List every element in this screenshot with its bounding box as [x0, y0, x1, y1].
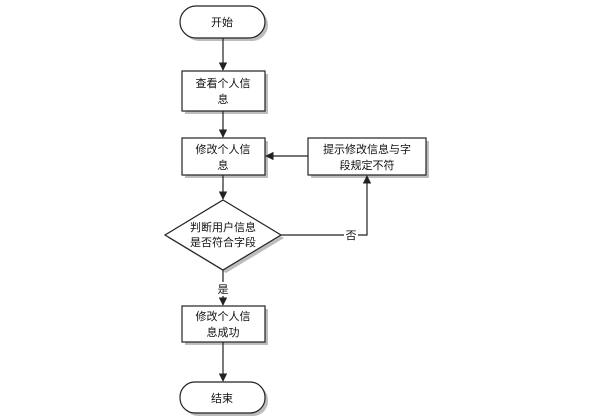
view-info-label-line2: 息: [218, 92, 229, 106]
success-label-line1: 修改个人信: [196, 309, 251, 323]
edit-info-label-line1: 修改个人信: [196, 142, 251, 156]
edit-info-label-line2: 息: [218, 158, 229, 172]
success-label-line2: 息成功: [207, 325, 240, 339]
end-label: 结束: [211, 392, 233, 405]
decision-label-line2: 是否符合字段: [190, 235, 256, 249]
no-label-bg: [344, 228, 358, 242]
no-label: 否: [346, 229, 357, 242]
edge-decision-no-to-prompt: [281, 175, 372, 236]
start-label: 开始: [211, 15, 233, 29]
yes-label-bg: [216, 282, 230, 296]
decision-node: 判断用户信息 是否符合字段: [163, 199, 284, 273]
decision-label-line1: 判断用户信息: [190, 220, 256, 234]
prompt-label-line1: 提示修改信息与字: [323, 142, 411, 156]
prompt-node: 提示修改信息与字 段规定不符: [307, 137, 429, 178]
prompt-label-line2: 段规定不符: [340, 158, 395, 172]
success-node: 修改个人信 息成功: [181, 305, 268, 345]
view-info-label-line1: 查看个人信: [196, 76, 251, 90]
end-node: 结束: [179, 381, 268, 416]
view-info-node: 查看个人信 息: [181, 70, 268, 114]
yes-label: 是: [218, 283, 229, 296]
edit-info-node: 修改个人信 息: [181, 137, 268, 178]
start-node: 开始: [179, 5, 268, 41]
